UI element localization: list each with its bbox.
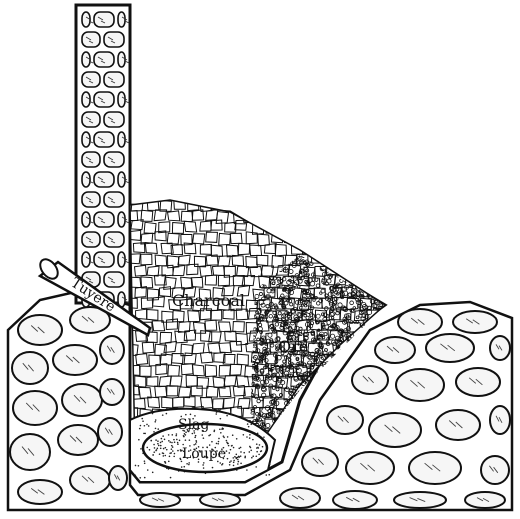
label-loupe: Loupe (182, 446, 226, 462)
chimney-stones (82, 12, 129, 307)
chimney-stack (76, 5, 130, 307)
label-ore: Ore (278, 337, 308, 356)
label-charcoal: Charcoal (172, 291, 245, 310)
label-slag: Slag (178, 417, 209, 433)
